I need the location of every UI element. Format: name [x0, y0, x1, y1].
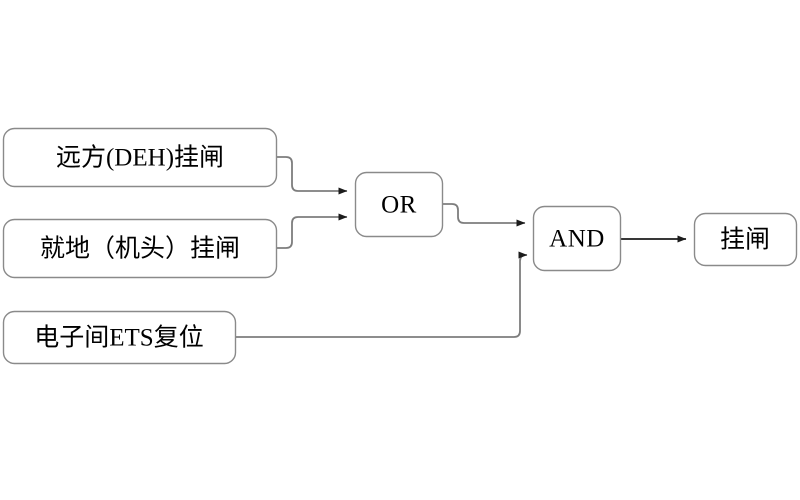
gate-label-or: OR: [381, 192, 417, 219]
input-label-ets-reset: 电子间ETS复位: [34, 324, 203, 352]
connector-remote-deh-to-or: [277, 156, 348, 195]
connector-or-to-and: [443, 203, 526, 227]
input-label-remote-deh: 远方(DEH)挂闸: [56, 144, 224, 172]
gate-node-or[interactable]: OR: [354, 171, 444, 238]
input-node-ets-reset[interactable]: 电子间ETS复位: [2, 310, 237, 365]
input-label-local-head: 就地（机头）挂闸: [40, 235, 240, 263]
gate-label-and: AND: [549, 226, 605, 253]
input-node-remote-deh[interactable]: 远方(DEH)挂闸: [2, 127, 278, 188]
output-node-result[interactable]: 挂闸: [693, 212, 798, 267]
connector-ets-reset-to-and: [236, 251, 528, 338]
input-node-local-head[interactable]: 就地（机头）挂闸: [2, 218, 278, 279]
gate-node-and[interactable]: AND: [532, 205, 622, 272]
output-label-result: 挂闸: [720, 226, 770, 254]
connector-local-head-to-or: [277, 213, 348, 249]
